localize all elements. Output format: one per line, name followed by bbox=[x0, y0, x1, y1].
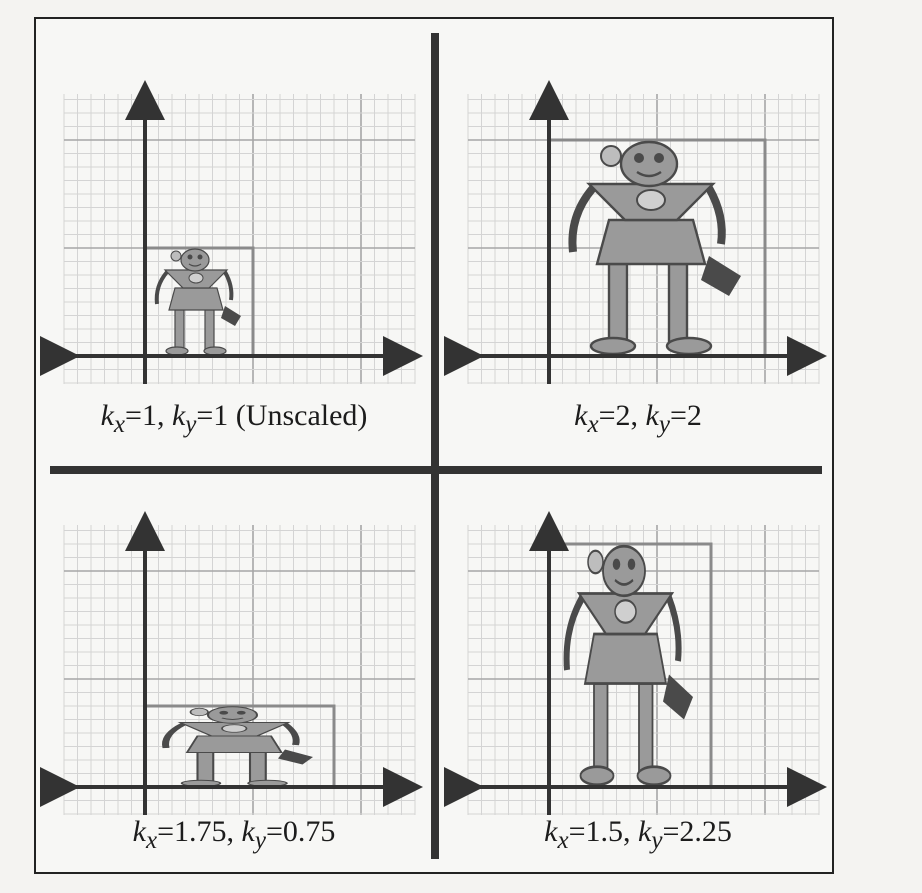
robot-leg-left bbox=[593, 682, 609, 775]
robot-antenna bbox=[600, 145, 622, 167]
robot-foot-right bbox=[636, 765, 672, 787]
robot-arm-left bbox=[162, 723, 187, 749]
robot-body bbox=[168, 287, 224, 311]
robot-eye-left bbox=[187, 254, 193, 260]
robot-eye-left bbox=[219, 710, 229, 715]
robot-leg-left bbox=[174, 309, 185, 351]
robot-arm-right bbox=[666, 595, 682, 662]
robot-chest-light bbox=[614, 599, 637, 624]
caption-stretch-wide: kx=1.75, ky=0.75 bbox=[132, 815, 336, 854]
robot-leg-left bbox=[196, 752, 215, 783]
robot-leg-right bbox=[638, 682, 654, 775]
vertical-divider bbox=[431, 33, 439, 859]
robot-eye-right bbox=[197, 254, 203, 260]
robot-eye-right bbox=[627, 558, 636, 570]
panel-uniform-2: kx=2, ky=2 bbox=[444, 44, 832, 462]
caption-stretch-tall: kx=1.5, ky=2.25 bbox=[544, 815, 732, 854]
caption-unscaled: kx=1, ky=1 (Unscaled) bbox=[100, 399, 368, 438]
panel-unscaled-plot bbox=[40, 80, 423, 384]
robot-arm-left bbox=[563, 595, 585, 671]
panel-stretch-wide-plot bbox=[40, 511, 423, 815]
panel-stretch-wide: kx=1.75, ky=0.75 bbox=[40, 475, 428, 893]
scaling-figure: kx=1, ky=1 (Unscaled) kx=2, ky=2 kx=1.75… bbox=[34, 17, 834, 874]
robot-leg-right bbox=[248, 752, 267, 783]
robot-body bbox=[595, 218, 707, 266]
robot-figure bbox=[154, 248, 241, 356]
robot-chest-light bbox=[636, 189, 666, 211]
robot-body bbox=[583, 632, 668, 685]
panel-stretch-tall: kx=1.5, ky=2.25 bbox=[444, 475, 832, 893]
grid bbox=[63, 94, 416, 384]
robot-leg-right bbox=[667, 262, 689, 346]
robot-foot-left bbox=[589, 336, 637, 356]
robot-head bbox=[206, 706, 259, 724]
robot-chest-light bbox=[188, 272, 204, 284]
robot-mouth bbox=[221, 717, 244, 720]
panel-stretch-tall-plot bbox=[444, 511, 827, 815]
caption-uniform-2: kx=2, ky=2 bbox=[574, 399, 702, 438]
robot-mouth bbox=[188, 263, 202, 267]
robot-leg-left bbox=[607, 262, 629, 346]
robot-eye-left bbox=[612, 558, 621, 570]
panel-uniform-2-plot bbox=[444, 80, 827, 384]
robot-antenna bbox=[170, 250, 182, 262]
robot-arm-left bbox=[568, 185, 597, 253]
robot-mouth bbox=[614, 578, 634, 586]
robot-head bbox=[602, 544, 646, 598]
robot-eye-right bbox=[654, 153, 664, 163]
robot-leg-right bbox=[204, 309, 215, 351]
panel-unscaled: kx=1, ky=1 (Unscaled) bbox=[40, 44, 428, 462]
robot-dustpan bbox=[221, 306, 241, 326]
robot-arm-right bbox=[281, 723, 300, 746]
robot-body bbox=[185, 735, 283, 753]
robot-antenna bbox=[189, 707, 209, 717]
horizontal-divider bbox=[50, 466, 822, 474]
robot-dustpan bbox=[278, 749, 313, 765]
robot-foot-left bbox=[579, 765, 615, 787]
robot-head bbox=[619, 140, 679, 188]
robot-arm-right bbox=[223, 271, 234, 301]
robot-dustpan bbox=[663, 674, 693, 720]
robot-chest-light bbox=[221, 724, 248, 733]
grid bbox=[63, 525, 416, 815]
robot-head bbox=[180, 248, 210, 272]
robot-dustpan bbox=[701, 256, 741, 296]
robot-foot-right bbox=[665, 336, 713, 356]
robot-antenna bbox=[587, 549, 604, 575]
robot-foot-left bbox=[165, 346, 189, 356]
robot-eye-left bbox=[634, 153, 644, 163]
robot-foot-right bbox=[203, 346, 227, 356]
robot-eye-right bbox=[236, 710, 246, 715]
robot-arm-right bbox=[705, 186, 726, 245]
robot-mouth bbox=[636, 170, 662, 178]
